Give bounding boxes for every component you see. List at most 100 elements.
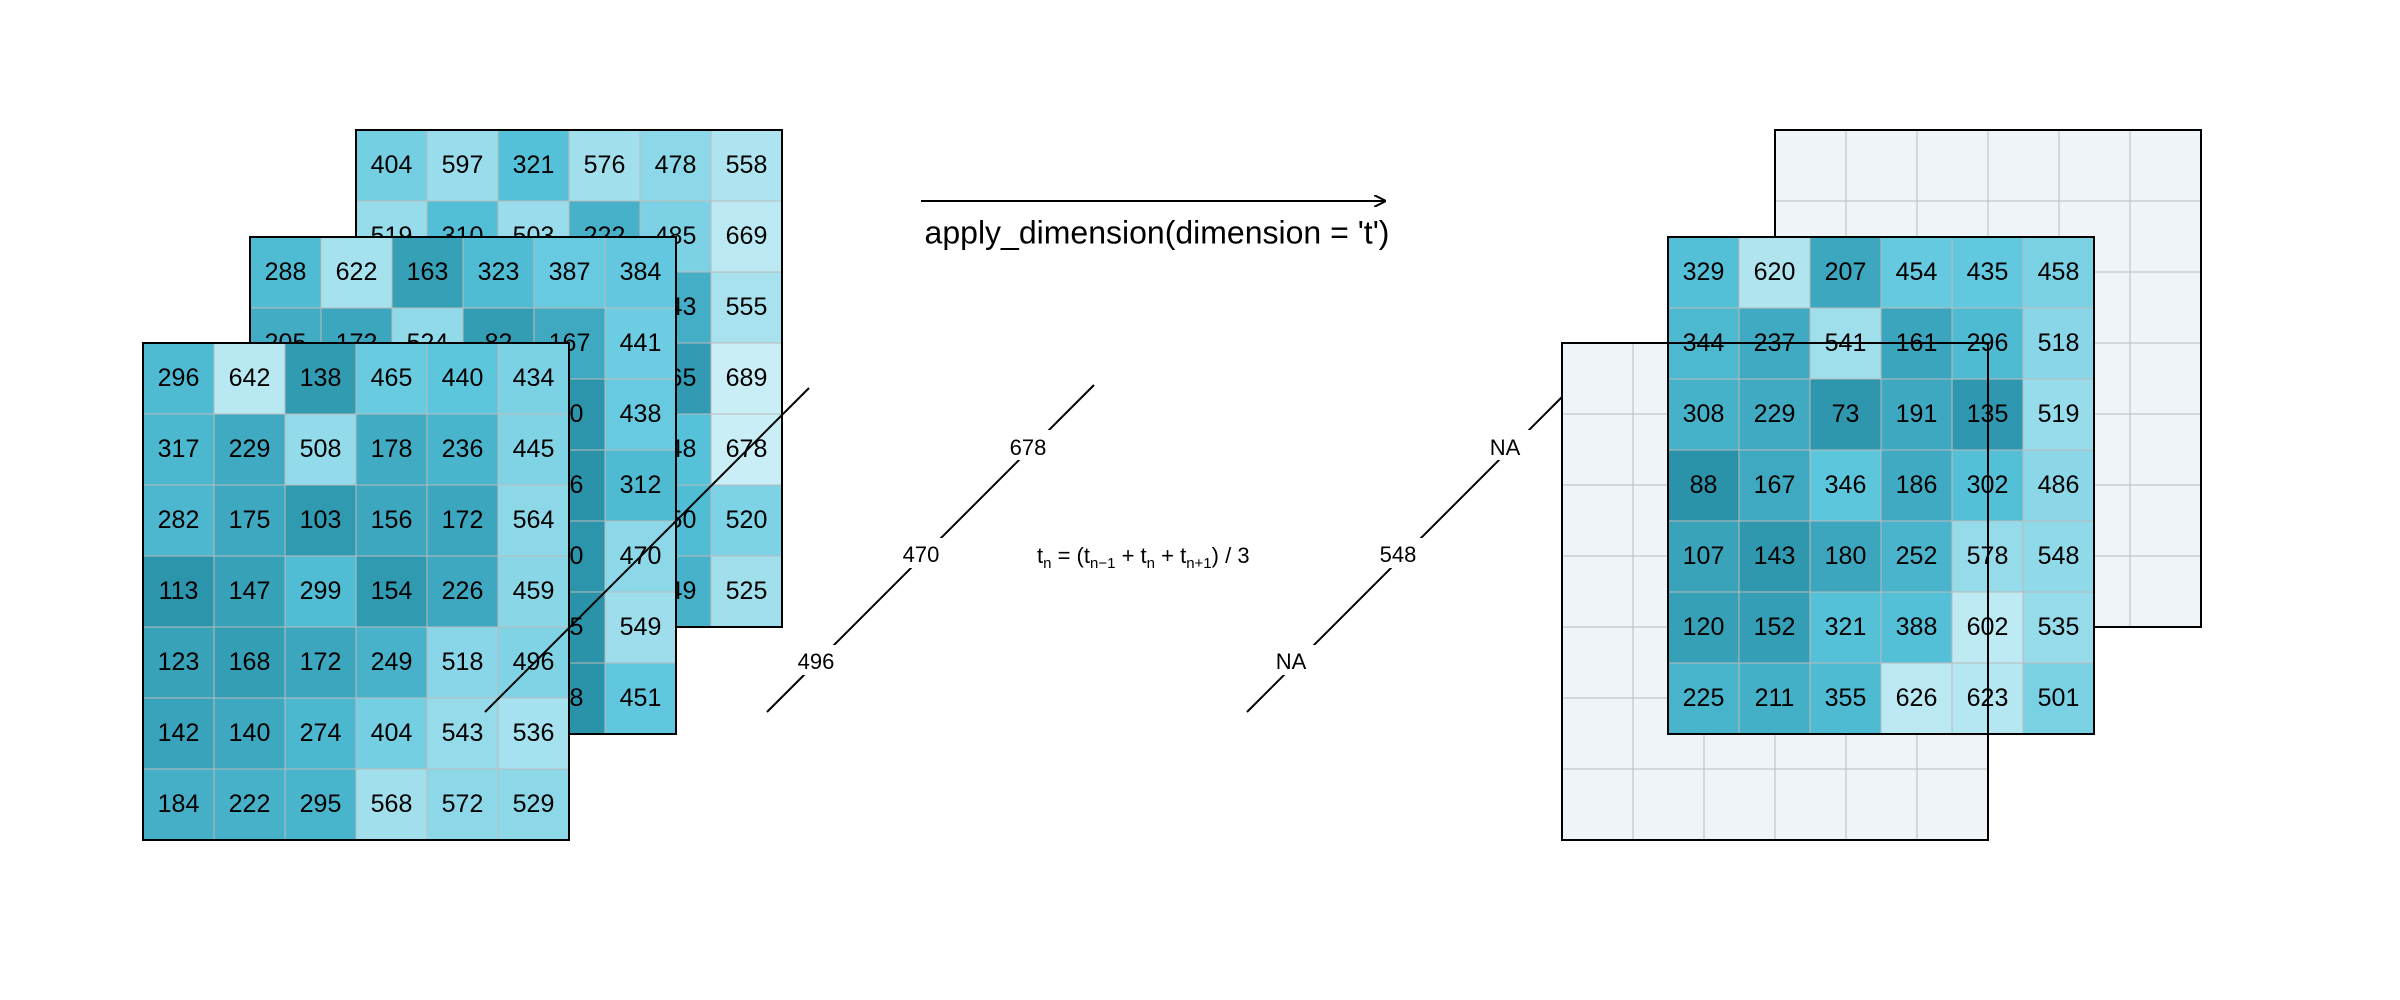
- grid-cell-value: 620: [1754, 258, 1796, 286]
- grid-cell-value: 175: [229, 506, 271, 534]
- grid-cell-value: 572: [442, 790, 484, 818]
- grid-cell-value: 564: [513, 506, 555, 534]
- grid-cell-value: 156: [371, 506, 413, 534]
- grid-cell: [355, 697, 428, 770]
- grid-cell: [2022, 307, 2095, 380]
- grid-cell: [1738, 520, 1811, 593]
- grid-cell-value: 249: [371, 648, 413, 676]
- grid-cell: [1561, 697, 1634, 770]
- grid-cell-value: 120: [1683, 613, 1725, 641]
- grid-cell-value: 555: [726, 293, 768, 321]
- grid-cell: [1667, 236, 1740, 309]
- grid-cell-value: 321: [513, 151, 555, 179]
- grid-cell: [2129, 484, 2202, 557]
- grid-cell-value: 229: [229, 435, 271, 463]
- grid-cell: [497, 413, 570, 486]
- grid-cell: [320, 236, 393, 309]
- grid-cell: [497, 342, 570, 415]
- grid-cell: [2129, 271, 2202, 344]
- grid-cell-value: 459: [513, 577, 555, 605]
- timeseries-in-value: 470: [903, 542, 940, 567]
- grid-cell-value: 451: [620, 684, 662, 712]
- grid-cell-value: 143: [1754, 542, 1796, 570]
- grid-cell: [710, 555, 783, 628]
- grid-cell-value: 404: [371, 719, 413, 747]
- grid-cell: [1809, 520, 1882, 593]
- grid-cell-value: 140: [229, 719, 271, 747]
- grid-cell-value: 147: [229, 577, 271, 605]
- grid-cell: [1916, 768, 1989, 841]
- grid-cell-value: 186: [1896, 471, 1938, 499]
- grid-cell-value: 622: [336, 258, 378, 286]
- timeseries-out-value: 548: [1380, 542, 1417, 567]
- grid-cell-value: 486: [2038, 471, 2080, 499]
- grid-cell-value: 440: [442, 364, 484, 392]
- grid-cell-value: 404: [371, 151, 413, 179]
- grid-cell: [213, 697, 286, 770]
- grid-cell-value: 441: [620, 329, 662, 357]
- grid-cell: [142, 697, 215, 770]
- output-layer-t3-outline: [1561, 342, 1989, 841]
- grid-cell: [2022, 591, 2095, 664]
- grid-cell-value: 465: [371, 364, 413, 392]
- grid-cell: [533, 236, 606, 309]
- grid-cell-value: 295: [300, 790, 342, 818]
- grid-cell-value: 178: [371, 435, 413, 463]
- grid-cell-value: 321: [1825, 613, 1867, 641]
- grid-cell-value: 184: [158, 790, 200, 818]
- grid-cell: [284, 413, 357, 486]
- grid-cell: [284, 342, 357, 415]
- grid-cell: [142, 768, 215, 841]
- grid-cell: [1738, 378, 1811, 451]
- grid-cell: [1561, 626, 1634, 699]
- grid-cell: [1774, 129, 1847, 202]
- grid-cell-value: 384: [620, 258, 662, 286]
- grid-cell-value: 597: [442, 151, 484, 179]
- grid-cell-value: 312: [620, 471, 662, 499]
- grid-cell: [2129, 342, 2202, 415]
- grid-cell-value: 445: [513, 435, 555, 463]
- grid-cell-value: 535: [2038, 613, 2080, 641]
- grid-cell-value: 478: [655, 151, 697, 179]
- timeseries-out-value: NA: [1490, 435, 1521, 460]
- grid-cell: [1845, 129, 1918, 202]
- grid-cell-value: 222: [229, 790, 271, 818]
- grid-cell: [1916, 129, 1989, 202]
- grid-cell-value: 73: [1832, 400, 1860, 428]
- grid-cell-value: 299: [300, 577, 342, 605]
- grid-cell-value: 435: [1967, 258, 2009, 286]
- grid-cell-value: 454: [1896, 258, 1938, 286]
- grid-cell-value: 520: [726, 506, 768, 534]
- grid-cell: [604, 662, 677, 735]
- grid-cell-value: 519: [2038, 400, 2080, 428]
- grid-cell-value: 536: [513, 719, 555, 747]
- operation: apply_dimension(dimension = 't') tn = (t…: [921, 201, 1389, 572]
- grid-cell: [142, 342, 215, 415]
- grid-cell-value: 103: [300, 506, 342, 534]
- grid-cell: [284, 768, 357, 841]
- grid-cell: [1880, 591, 1953, 664]
- grid-cell: [142, 555, 215, 628]
- grid-cell-value: 543: [442, 719, 484, 747]
- grid-cell: [2058, 129, 2131, 202]
- grid-cell-value: 346: [1825, 471, 1867, 499]
- grid-cell: [1880, 520, 1953, 593]
- grid-cell: [2129, 555, 2202, 628]
- grid-cell-value: 236: [442, 435, 484, 463]
- grid-cell-value: 225: [1683, 684, 1725, 712]
- grid-cell: [1738, 662, 1811, 735]
- grid-cell-value: 308: [1683, 400, 1725, 428]
- grid-cell: [2022, 236, 2095, 309]
- grid-cell-value: 329: [1683, 258, 1725, 286]
- grid-cell: [2129, 200, 2202, 273]
- grid-cell: [2129, 129, 2202, 202]
- grid-cell: [355, 626, 428, 699]
- grid-cell: [1561, 342, 1634, 415]
- timeseries-in-value: 496: [798, 649, 835, 674]
- grid-cell: [1809, 591, 1882, 664]
- grid-cell: [1632, 768, 1705, 841]
- grid-cell-value: 282: [158, 506, 200, 534]
- grid-cell: [710, 342, 783, 415]
- grid-cell-value: 438: [620, 400, 662, 428]
